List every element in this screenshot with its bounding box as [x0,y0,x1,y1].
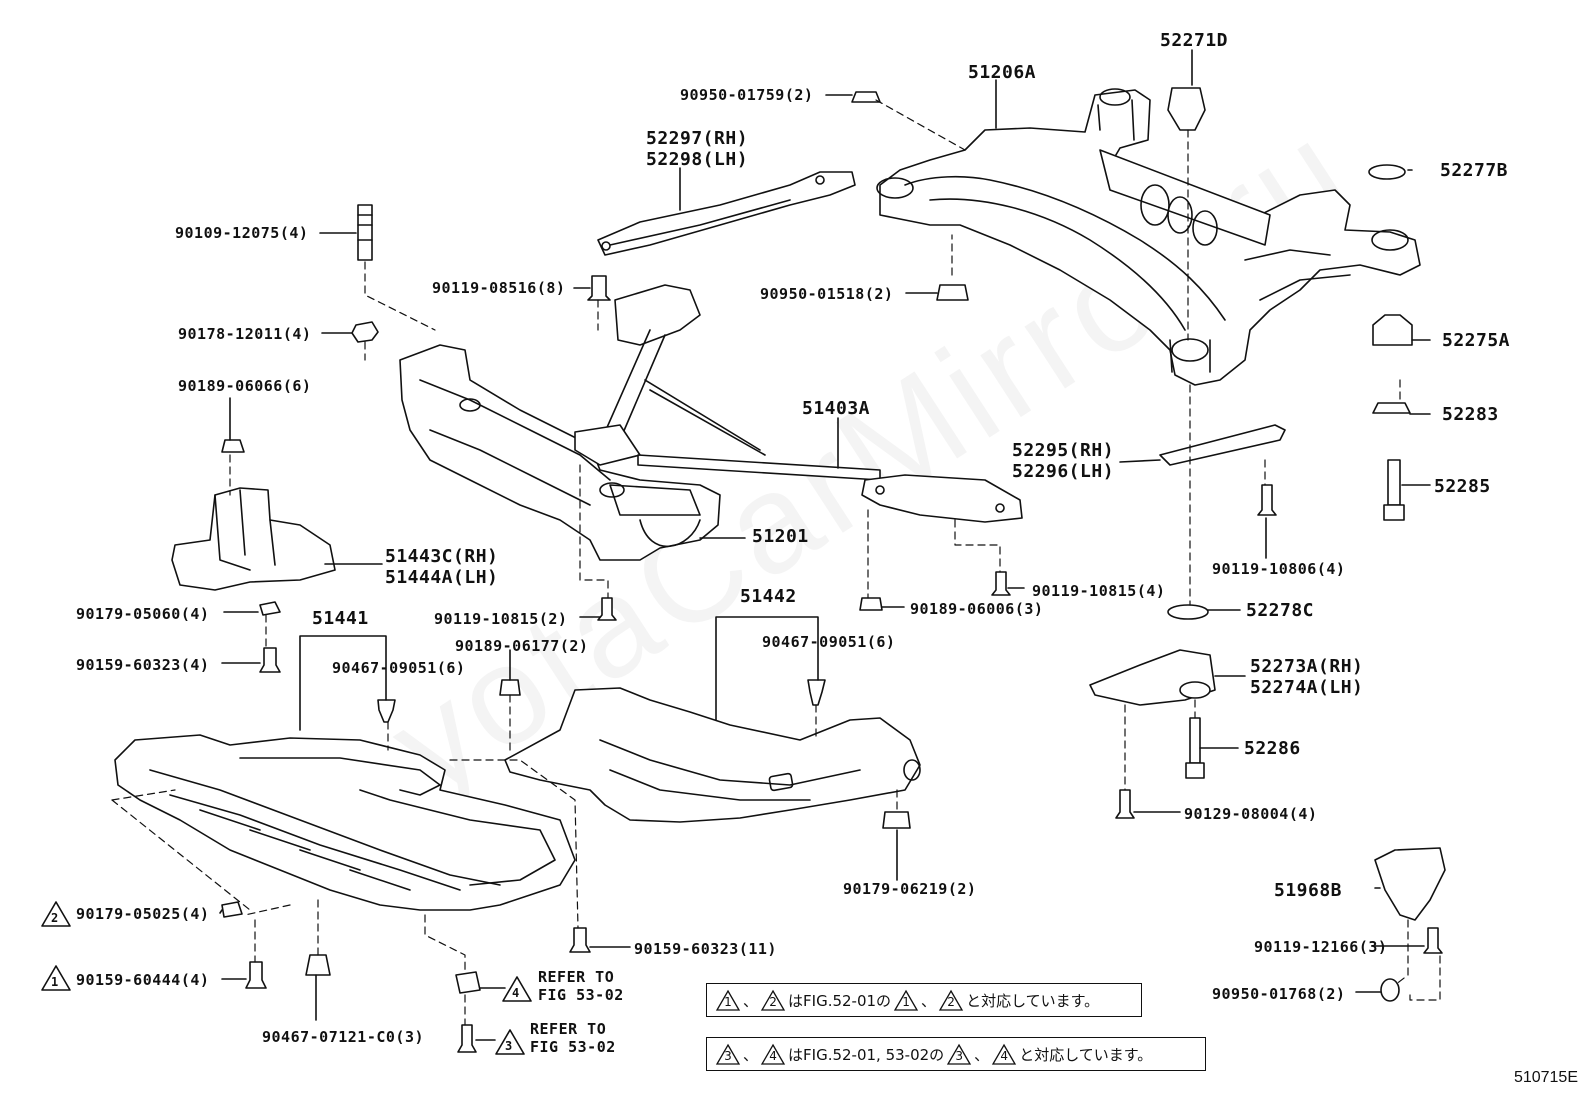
label-51443C-51444A: 51443C(RH) 51444A(LH) [385,546,498,588]
label-90159-60323-11: 90159-60323(11) [634,940,777,958]
label-51206A: 51206A [968,62,1037,83]
label-90109-12075: 90109-12075(4) [175,224,309,242]
fasteners [221,87,1446,1053]
label-90179-05025: 90179-05025(4) [76,905,210,923]
note1-marker-c: 1 [893,989,919,1012]
note1-mid: はFIG.52-01の [788,991,892,1010]
label-51444A: 51444A(LH) [385,567,499,588]
note2-mid: はFIG.52-01, 53-02の [788,1045,945,1064]
note1-marker-a-num: 1 [724,994,732,1009]
note2-marker-b-num: 4 [769,1048,777,1063]
label-52286: 52286 [1244,738,1301,759]
note1-marker-b-num: 2 [769,994,777,1009]
note1-end: と対応しています。 [966,991,1100,1010]
refer-note-b-line2: FIG 53-02 [530,1038,616,1056]
marker-1: 1 [51,975,59,989]
label-90129-08004: 90129-08004(4) [1184,805,1318,823]
label-90467-07121: 90467-07121-C0(3) [262,1028,425,1046]
label-90467-09051-left: 90467-09051(6) [332,659,466,677]
leader-lines [219,49,1431,1041]
note2-end: と対応しています。 [1019,1045,1153,1064]
splash-shield-drawing [171,487,336,591]
label-90119-10815-4: 90119-10815(4) [1032,582,1166,600]
note2-marker-d: 4 [991,1043,1017,1066]
label-52295-52296: 52295(RH) 52296(LH) [1012,440,1114,482]
label-52273A: 52273A(RH) [1250,656,1364,677]
refer-note-a-line2: FIG 53-02 [538,986,624,1004]
label-90950-01768: 90950-01768(2) [1212,985,1346,1003]
note1-marker-b: 2 [760,989,786,1012]
label-52271D: 52271D [1160,30,1229,51]
label-51201: 51201 [752,526,809,547]
front-undercover-drawing [114,734,576,911]
label-52277B: 52277B [1440,160,1509,181]
note1-sep2: 、 [921,991,937,1010]
marker-4: 4 [512,986,520,1000]
label-52297-52298: 52297(RH) 52298(LH) [646,128,748,170]
note1-sep1: 、 [743,991,759,1010]
note1-marker-d: 2 [938,989,964,1012]
refer-note-b-line1: REFER TO [530,1020,607,1038]
front-crossmember-drawing [399,284,1023,561]
engine-undercover-drawing [504,687,921,823]
note-box-1: 1 、 2 はFIG.52-01の 1 、 2 と対応しています。 [706,983,1142,1017]
label-51443C: 51443C(RH) [385,546,499,567]
label-90189-06006: 90189-06006(3) [910,600,1044,618]
note2-marker-a-num: 3 [724,1048,732,1063]
label-52275A: 52275A [1442,330,1511,351]
label-51442: 51442 [740,586,797,607]
label-90189-06066: 90189-06066(6) [178,377,312,395]
refer-note-b: REFER TO FIG 53-02 [530,1020,616,1056]
label-90178-12011: 90178-12011(4) [178,325,312,343]
label-90119-10815-2: 90119-10815(2) [434,610,568,628]
marker-3: 3 [505,1039,513,1053]
label-51968B: 51968B [1274,880,1343,901]
note2-marker-c-num: 3 [955,1048,963,1063]
note2-marker-d-num: 4 [1000,1048,1008,1063]
label-51441: 51441 [312,608,369,629]
label-52273A-52274A: 52273A(RH) 52274A(LH) [1250,656,1363,698]
note2-marker-b: 4 [760,1043,786,1066]
label-90950-01759: 90950-01759(2) [680,86,814,104]
label-52278C: 52278C [1246,600,1315,621]
label-90119-08516: 90119-08516(8) [432,279,566,297]
label-90159-60444: 90159-60444(4) [76,971,210,989]
label-52297: 52297(RH) [646,128,749,149]
rear-crossmember-drawing [876,88,1421,386]
refer-note-a-line1: REFER TO [538,968,615,986]
refer-note-a: REFER TO FIG 53-02 [538,968,624,1004]
label-52274A: 52274A(LH) [1250,677,1364,698]
label-51403A: 51403A [802,398,871,419]
note2-marker-c: 3 [946,1043,972,1066]
marker-2: 2 [51,911,59,925]
note1-marker-c-num: 1 [902,994,910,1009]
label-52298: 52298(LH) [646,149,749,170]
note1-marker-a: 1 [715,989,741,1012]
note-box-2: 3 、 4 はFIG.52-01, 53-02の 3 、 4 と対応しています。 [706,1037,1206,1071]
dashed-alignment-lines [111,99,1441,1026]
label-90119-12166: 90119-12166(3) [1254,938,1388,956]
note2-marker-a: 3 [715,1043,741,1066]
label-52295: 52295(RH) [1012,440,1115,461]
label-52296: 52296(LH) [1012,461,1115,482]
label-90467-09051-right: 90467-09051(6) [762,633,896,651]
label-90189-06177: 90189-06177(2) [455,637,589,655]
label-52285: 52285 [1434,476,1491,497]
triangle-markers [41,901,532,1055]
label-90950-01518: 90950-01518(2) [760,285,894,303]
note2-sep2: 、 [974,1045,990,1064]
note1-marker-d-num: 2 [947,994,955,1009]
figure-number: 510715E [1513,1069,1578,1086]
note2-sep1: 、 [743,1045,759,1064]
rear-brace-drawing [597,171,856,256]
label-90119-10806: 90119-10806(4) [1212,560,1346,578]
label-52283: 52283 [1442,404,1499,425]
label-90179-05060: 90179-05060(4) [76,605,210,623]
label-90159-60323-4: 90159-60323(4) [76,656,210,674]
label-90179-06219: 90179-06219(2) [843,880,977,898]
